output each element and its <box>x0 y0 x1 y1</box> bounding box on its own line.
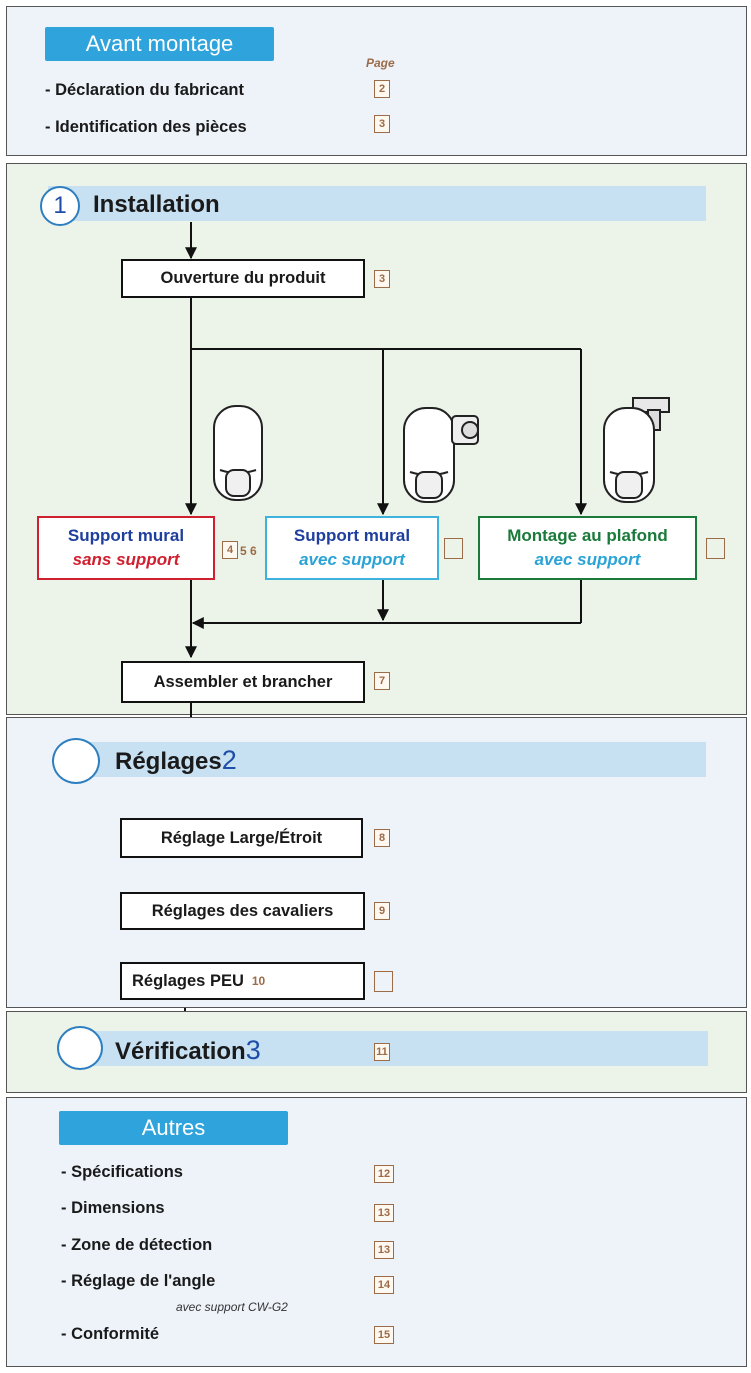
toc-item-zone-detection[interactable]: - Zone de détection <box>61 1236 213 1254</box>
page-ref-identification[interactable]: 3 <box>374 115 390 133</box>
option-mural-avec-line2: avec support <box>299 550 405 569</box>
sensor-wall-icon <box>213 405 263 501</box>
option-plafond-line2: avec support <box>534 550 641 569</box>
step-ouverture-produit[interactable]: Ouverture du produit <box>121 259 365 298</box>
page-ref-verification[interactable]: 11 <box>374 1043 390 1061</box>
toc-item-declaration[interactable]: - Déclaration du fabricant <box>45 81 244 99</box>
installation-band <box>48 186 706 221</box>
page-ref-cavaliers[interactable]: 9 <box>374 902 390 920</box>
autres-title: Autres <box>59 1111 288 1145</box>
toc-item-identification[interactable]: - Identification des pièces <box>45 118 247 136</box>
page-ref-declaration[interactable]: 2 <box>374 80 390 98</box>
installation-title: Installation <box>93 191 220 218</box>
avant-montage-title: Avant montage <box>45 27 274 61</box>
page-ref-conformite[interactable]: 15 <box>374 1326 394 1344</box>
page-ref-zone-detection[interactable]: 13 <box>374 1241 394 1259</box>
page-column-label: Page <box>366 56 395 70</box>
toc-item-conformite[interactable]: - Conformité <box>61 1325 160 1343</box>
page-ref-mural-avec-support[interactable] <box>444 538 463 559</box>
step-reglages-peu-label: Réglages PEU <box>132 971 244 990</box>
step-reglages-peu-inline-page: 10 <box>251 974 266 988</box>
option-mural-avec-support[interactable]: Support mural avec support <box>265 516 439 580</box>
toc-item-dimensions[interactable]: - Dimensions <box>61 1199 165 1217</box>
verification-circle <box>57 1026 103 1070</box>
step-assembler-brancher[interactable]: Assembler et brancher <box>121 661 365 703</box>
page-ref-mural-sans-support[interactable]: 4 <box>222 541 238 559</box>
step-reglage-large-etroit[interactable]: Réglage Large/Étroit <box>120 818 363 858</box>
page-ref-montage-plafond[interactable] <box>706 538 725 559</box>
page-ref-large-etroit[interactable]: 8 <box>374 829 390 847</box>
toc-item-reglage-angle[interactable]: - Réglage de l'angle <box>61 1272 216 1290</box>
sensor-wall-bracket-icon <box>403 407 479 503</box>
step-reglages-cavaliers[interactable]: Réglages des cavaliers <box>120 892 365 930</box>
page-ref-assembler[interactable]: 7 <box>374 672 390 690</box>
reglages-title-text: Réglages <box>115 748 222 775</box>
installation-number-badge: 1 <box>40 186 80 226</box>
option-mural-sans-support[interactable]: Support mural sans support <box>37 516 215 580</box>
page-ref-dimensions[interactable]: 13 <box>374 1204 394 1222</box>
option-plafond-line1: Montage au plafond <box>507 526 668 545</box>
toc-item-specifications[interactable]: - Spécifications <box>61 1163 183 1181</box>
page-ref-ouverture[interactable]: 3 <box>374 270 390 288</box>
option-mural-avec-line1: Support mural <box>293 526 411 545</box>
verification-title-text: Vérification <box>115 1038 246 1065</box>
sensor-ceiling-icon <box>603 397 670 503</box>
page-ref-peu[interactable] <box>374 971 393 992</box>
reglages-title: Réglages2 <box>115 745 237 776</box>
option-montage-plafond[interactable]: Montage au plafond avec support <box>478 516 697 580</box>
reglages-number: 2 <box>221 745 237 775</box>
option-mural-sans-line2: sans support <box>72 550 180 569</box>
page-ref-reglage-angle[interactable]: 14 <box>374 1276 394 1294</box>
reglages-circle <box>52 738 100 784</box>
angle-note: avec support CW-G2 <box>176 1300 288 1314</box>
step-reglages-peu[interactable]: Réglages PEU 10 <box>120 962 365 1000</box>
page-ref-mural-sans-extra: 5 6 <box>240 544 257 558</box>
verification-number: 3 <box>245 1035 261 1065</box>
option-mural-sans-line1: Support mural <box>67 526 185 545</box>
verification-title: Vérification3 <box>115 1035 261 1066</box>
page-ref-specifications[interactable]: 12 <box>374 1165 394 1183</box>
reglages-band <box>70 742 706 777</box>
